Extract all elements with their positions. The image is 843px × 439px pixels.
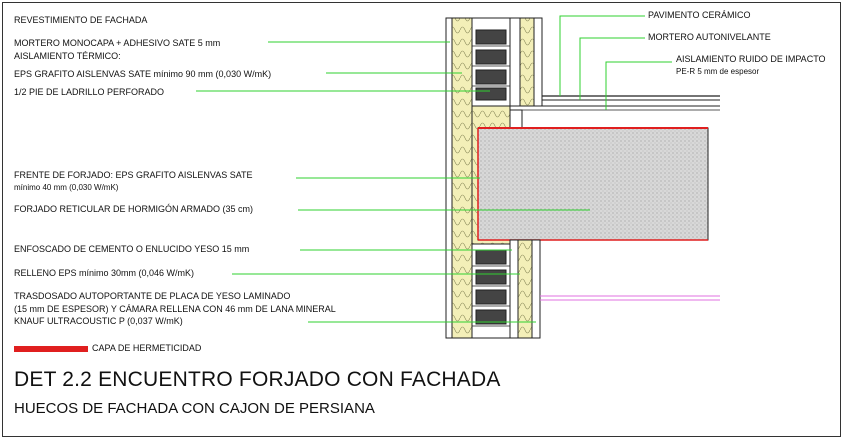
label-aislamiento-ruido-1: AISLAMIENTO RUIDO DE IMPACTO: [676, 54, 826, 64]
label-trasdosado-1: TRASDOSADO AUTOPORTANTE DE PLACA DE YESO…: [14, 291, 291, 301]
legend-label-hermeticidad: CAPA DE HERMETICIDAD: [92, 343, 202, 353]
label-relleno-eps: RELLENO EPS mínimo 30mm (0,046 W/mK): [14, 268, 195, 278]
concrete-slab: [477, 127, 709, 241]
inner-insulation-lower: [517, 239, 533, 339]
label-frente-forjado-1: FRENTE DE FORJADO: EPS GRAFITO AISLENVAS…: [14, 170, 253, 180]
label-ladrillo: 1/2 PIE DE LADRILLO PERFORADO: [14, 87, 165, 97]
perimeter-strip: [509, 109, 523, 129]
gypsum-board-lower: [531, 239, 541, 339]
drawing-title: DET 2.2 ENCUENTRO FORJADO CON FACHADA: [14, 368, 501, 391]
legend-swatch-hermeticidad: [14, 346, 88, 352]
inner-plaster-upper: [509, 17, 521, 107]
inner-insulation-upper: [519, 17, 535, 107]
label-pavimento: PAVIMENTO CERÁMICO: [648, 10, 751, 20]
inner-plaster-lower: [509, 239, 519, 339]
label-mortero-monocapa: MORTERO MONOCAPA + ADHESIVO SATE 5 mm: [14, 38, 221, 48]
label-revestimiento: REVESTIMIENTO DE FACHADA: [14, 15, 148, 25]
label-aislamiento-ruido-2: PE-R 5 mm de espesor: [676, 67, 760, 76]
label-aislamiento-termico: AISLAMIENTO TÉRMICO:: [14, 51, 121, 61]
label-mortero-autonivelante: MORTERO AUTONIVELANTE: [648, 32, 771, 42]
leaders-left: [196, 41, 590, 323]
label-eps-grafito: EPS GRAFITO AISLENVAS SATE mínimo 90 mm …: [14, 69, 272, 79]
leaders-right: [559, 15, 672, 110]
gypsum-board-upper: [533, 17, 543, 107]
drawing-subtitle: HUECOS DE FACHADA CON CAJON DE PERSIANA: [14, 400, 375, 417]
label-enfoscado: ENFOSCADO DE CEMENTO O ENLUCIDO YESO 15 …: [14, 244, 250, 254]
label-trasdosado-3: KNAUF ULTRACOUSTIC P (0,037 W/mK): [14, 316, 183, 326]
label-frente-forjado-2: mínimo 40 mm (0,030 W/mK): [14, 183, 119, 192]
label-trasdosado-2: (15 mm DE ESPESOR) Y CÁMARA RELLENA CON …: [14, 304, 336, 314]
label-forjado-reticular: FORJADO RETICULAR DE HORMIGÓN ARMADO (35…: [14, 204, 254, 214]
